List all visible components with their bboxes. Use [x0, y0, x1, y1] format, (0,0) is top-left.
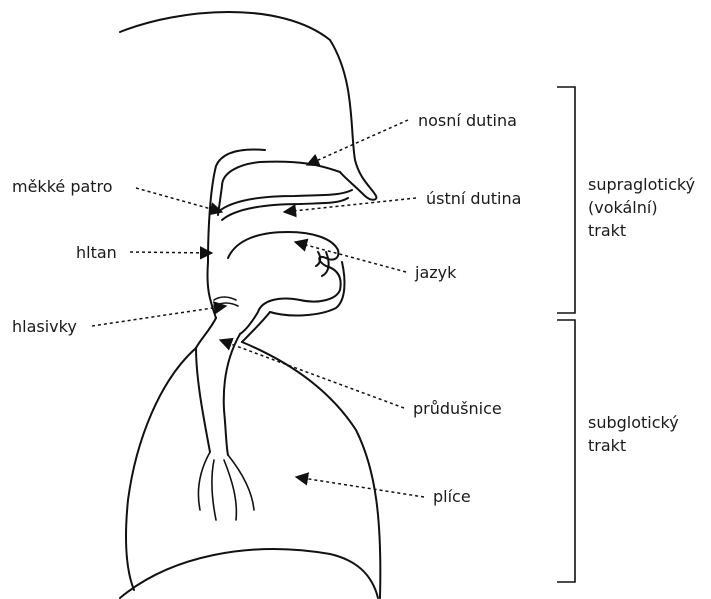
tongue	[228, 232, 341, 334]
arrow-ustni-dutina	[284, 198, 416, 212]
vocal-folds	[214, 297, 238, 306]
arrow-prudusnice	[220, 340, 404, 408]
label-subglotic-1: subglotický	[588, 413, 679, 432]
arrow-plice	[296, 477, 424, 497]
label-plice: plíce	[433, 487, 471, 506]
trachea-left	[196, 348, 210, 452]
label-mekke-patro: měkké patro	[12, 177, 113, 196]
label-supraglotic-1: supraglotický	[588, 175, 695, 194]
arrow-hltan	[130, 252, 212, 253]
face-outline	[207, 150, 265, 318]
label-ustni-dutina: ústní dutina	[426, 189, 521, 208]
label-nosni-dutina: nosní dutina	[418, 111, 517, 130]
label-prudusnice: průdušnice	[413, 399, 502, 418]
soft-palate	[218, 190, 352, 212]
bracket-subglotic	[557, 320, 575, 582]
label-supraglotic-2: (vokální)	[588, 198, 658, 217]
label-jazyk: jazyk	[414, 263, 457, 282]
lungs-outline	[126, 348, 196, 590]
diaphragm	[120, 549, 378, 598]
label-hltan: hltan	[76, 243, 117, 262]
nasal-cavity-outline	[218, 162, 340, 215]
arrow-nosni-dutina	[307, 120, 408, 165]
anatomy-drawing	[120, 12, 380, 598]
label-hlasivky: hlasivky	[12, 317, 77, 336]
arrow-jazyk	[295, 242, 406, 272]
pharynx-back-wall	[196, 318, 216, 348]
bracket-supraglotic	[557, 87, 575, 313]
chest-outline	[242, 342, 380, 598]
arrow-hlasivky	[92, 306, 226, 326]
label-subglotic-2: trakt	[588, 436, 626, 455]
bronchi	[198, 452, 254, 520]
label-supraglotic-3: trakt	[588, 221, 626, 240]
trachea-right	[224, 334, 240, 455]
